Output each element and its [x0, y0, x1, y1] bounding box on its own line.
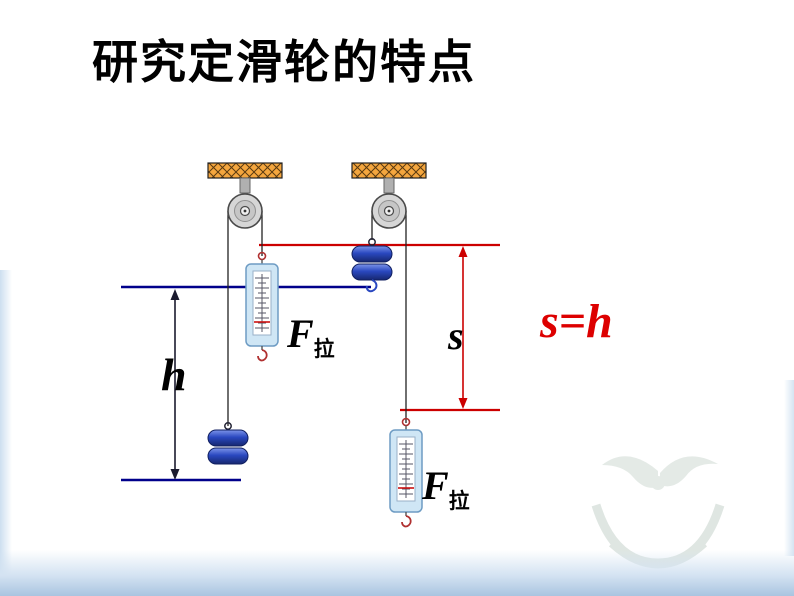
- h-measure-arrow: [170, 289, 180, 480]
- force-label-right: F拉: [422, 466, 469, 513]
- s-measure-arrow: [458, 246, 468, 409]
- pulley-left-icon: [227, 177, 263, 229]
- weight-right-hook-icon: [365, 279, 378, 293]
- force-symbol: F: [287, 311, 314, 356]
- force-label-left: F拉: [287, 314, 334, 361]
- force-subscript: 拉: [313, 338, 335, 361]
- spring-scale-left-icon: [245, 251, 279, 362]
- page-title: 研究定滑轮的特点: [92, 37, 476, 88]
- weight-left-icon: [207, 422, 249, 465]
- force-symbol: F: [422, 463, 449, 508]
- height-label: h: [161, 349, 187, 400]
- distance-label: s: [448, 313, 464, 358]
- equation-s-equals-h: s=h: [540, 295, 613, 348]
- force-subscript: 拉: [448, 490, 470, 513]
- spring-scale-right-icon: [389, 417, 423, 528]
- ceiling-mount-right-icon: [351, 162, 427, 179]
- ceiling-mount-left-icon: [207, 162, 283, 179]
- pulley-right-icon: [371, 177, 407, 229]
